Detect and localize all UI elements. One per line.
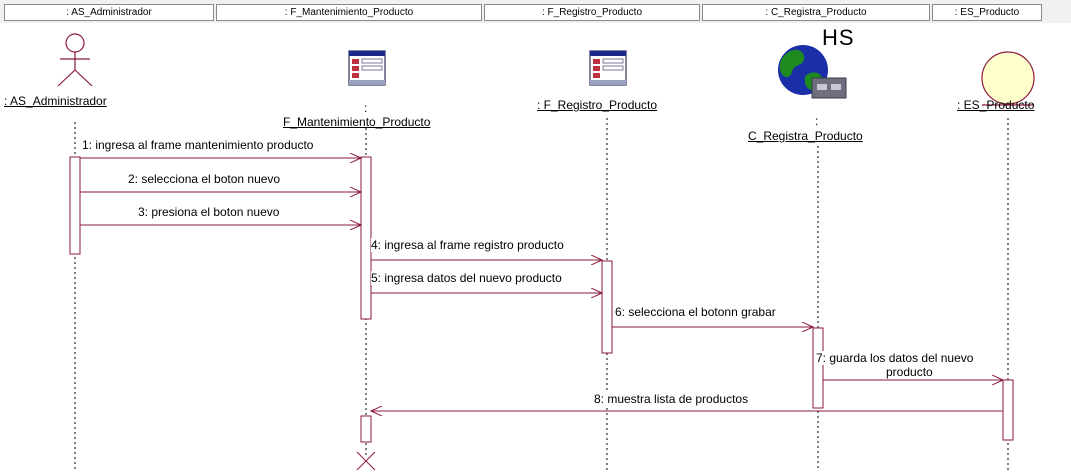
activation-actor — [69, 156, 81, 255]
activation-form-mantenimiento — [360, 156, 372, 320]
message-1-label: 1: ingresa al frame mantenimiento produc… — [82, 138, 314, 152]
form-mantenimiento-label: F_Mantenimiento_Producto — [283, 115, 431, 129]
activation-form-registro — [601, 260, 613, 354]
header-col-entity[interactable]: : ES_Producto — [932, 4, 1042, 21]
form-registro-label: : F_Registro_Producto — [537, 98, 658, 112]
header-col-actor[interactable]: : AS_Administrador — [4, 4, 214, 21]
entity-label: : ES_Producto — [957, 98, 1035, 112]
control-label: C_Registra_Producto — [748, 129, 863, 143]
header-col-control[interactable]: : C_Registra_Producto — [702, 4, 930, 21]
message-4-label: 4: ingresa al frame registro producto — [371, 238, 564, 252]
header-col-form-mantenimiento[interactable]: : F_Mantenimiento_Producto — [216, 4, 482, 21]
message-3-label: 3: presiona el boton nuevo — [138, 205, 280, 219]
message-8-label: 8: muestra lista de productos — [594, 392, 749, 406]
hs-text: HS — [822, 25, 855, 50]
form-mantenimiento-colon: : — [364, 101, 368, 115]
message-5-label: 5: ingresa datos del nuevo producto — [371, 271, 562, 285]
activation-entity — [1002, 379, 1014, 441]
actor-label: : AS_Administrador — [4, 94, 107, 108]
message-2-label: 2: selecciona el boton nuevo — [128, 172, 281, 186]
header-bar: : AS_Administrador : F_Mantenimiento_Pro… — [0, 0, 1071, 23]
header-col-form-registro[interactable]: : F_Registro_Producto — [484, 4, 700, 21]
actor-icon — [57, 33, 93, 87]
control-colon: : — [815, 114, 819, 128]
message-7-label-line1: 7: guarda los datos del nuevo — [816, 351, 974, 365]
activation-control — [812, 327, 824, 409]
control-globe-icon — [778, 45, 847, 99]
message-7-label-line2: producto — [886, 365, 933, 379]
destroy-mark — [356, 451, 376, 471]
form-mantenimiento-icon — [348, 50, 386, 86]
activation-form-mantenimiento-return — [360, 415, 372, 443]
form-registro-icon — [589, 50, 627, 86]
entity-icon — [981, 51, 1035, 106]
message-6-label: 6: selecciona el botonn grabar — [615, 305, 776, 319]
